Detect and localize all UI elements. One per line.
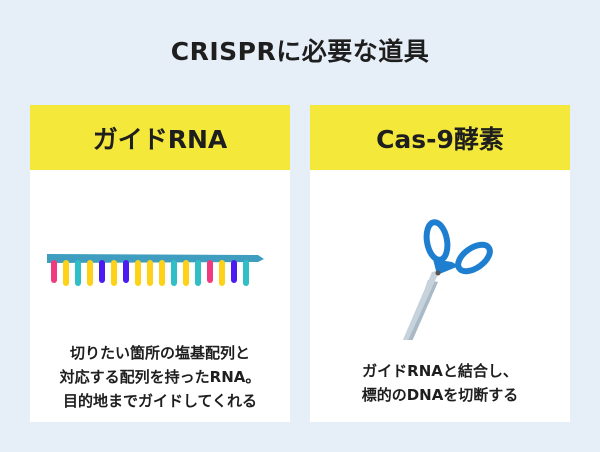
rna-base-purple [99, 260, 105, 283]
guide-rna-card: ガイドRNA 切りたい箇所の塩基配列と 対応する配列を持ったRNA。 目的地まで… [30, 105, 290, 422]
rna-base-teal [75, 260, 81, 286]
rna-base-teal [243, 260, 249, 286]
cas9-card: Cas-9酵素 ガイドRNAと結合し、 標的のDNAを切断する [310, 105, 570, 422]
rna-base-yellow [135, 260, 141, 286]
rna-base-teal [195, 260, 201, 286]
rna-base-yellow [111, 260, 117, 286]
rna-base-purple [231, 260, 237, 283]
description-line: 対応する配列を持ったRNA。 [59, 368, 261, 386]
card-description: 切りたい箇所の塩基配列と 対応する配列を持ったRNA。 目的地までガイドしてくれ… [30, 341, 290, 413]
rna-base-yellow [219, 260, 225, 286]
card-heading: Cas-9酵素 [310, 105, 570, 170]
rna-strand-icon [47, 254, 264, 286]
scissors-icon [402, 219, 493, 340]
rna-base-yellow [183, 260, 189, 286]
rna-base-pink [207, 260, 213, 283]
rna-base-pink [51, 260, 57, 283]
rna-base-purple [123, 260, 129, 283]
description-line: 目的地までガイドしてくれる [62, 392, 258, 410]
description-line: ガイドRNAと結合し、 [362, 362, 518, 380]
rna-base-yellow [147, 260, 153, 286]
rna-base-yellow [87, 260, 93, 286]
page-title: CRISPRに必要な道具 [170, 37, 430, 66]
rna-base-teal [171, 260, 177, 286]
description-line: 切りたい箇所の塩基配列と [69, 344, 250, 362]
card-heading: ガイドRNA [30, 105, 290, 170]
card-description: ガイドRNAと結合し、 標的のDNAを切断する [310, 359, 570, 407]
rna-base-yellow [159, 260, 165, 286]
description-line: 標的のDNAを切断する [361, 386, 519, 404]
rna-base-yellow [63, 260, 69, 286]
